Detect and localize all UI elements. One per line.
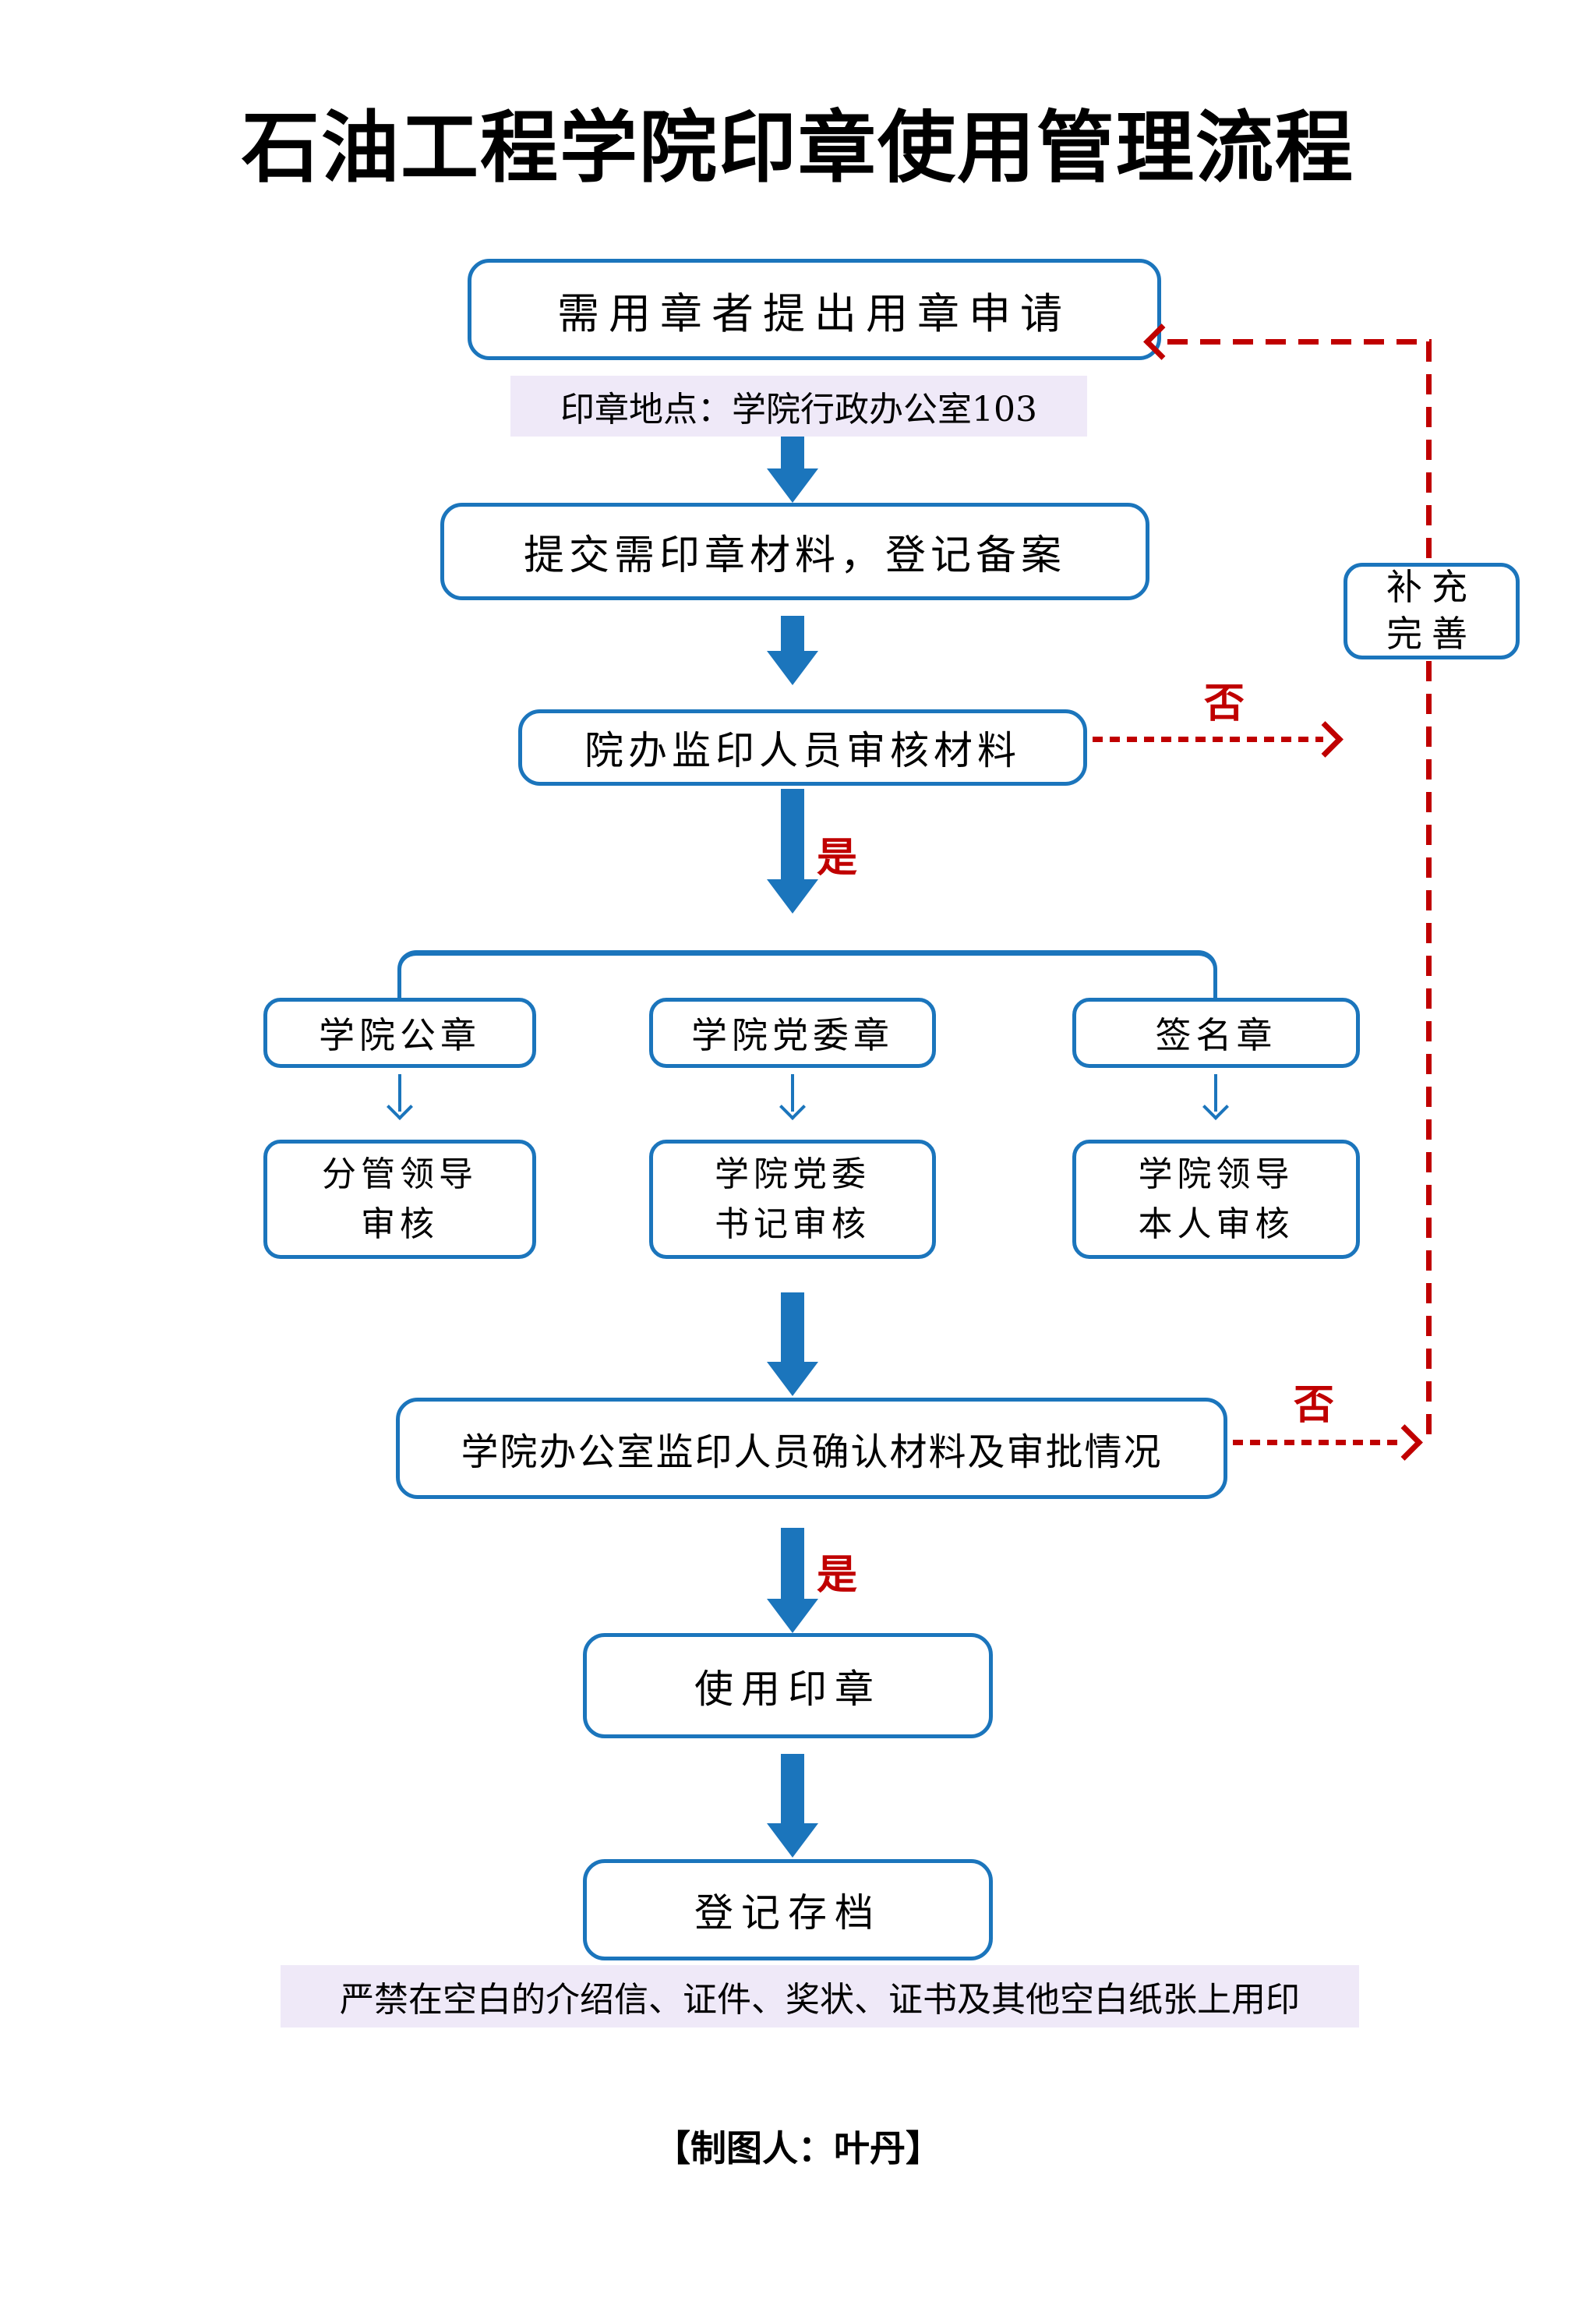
box-review-self-line2: 本人审核: [1138, 1204, 1294, 1244]
arrow-head-icon: [767, 1362, 818, 1396]
box-seal-signature: 签名章: [1072, 998, 1360, 1068]
box-review-self: 学院领导 本人审核: [1072, 1140, 1360, 1259]
box-confirm: 学院办公室监印人员确认材料及审批情况: [396, 1398, 1227, 1499]
arrow-head-icon: [767, 651, 818, 685]
arrow-line: [1214, 1074, 1217, 1112]
box-apply: 需用章者提出用章申请: [468, 259, 1161, 360]
arrow-head-icon: [767, 1599, 818, 1633]
box-review-leader: 分管领导 审核: [263, 1140, 536, 1259]
no-label-1: 否: [1204, 681, 1245, 727]
arrow-stem: [781, 616, 804, 652]
arrow-line: [791, 1074, 794, 1112]
dashed-arrow-review-to-supplement: [1093, 737, 1323, 742]
feedback-line-vertical-upper: [1426, 341, 1432, 563]
footer-credit: 【制图人：叶丹】: [655, 2127, 941, 2169]
arrow-stem: [781, 789, 804, 880]
arrow-head-icon: [779, 1094, 806, 1120]
box-use-seal-label: 使用印章: [694, 1666, 881, 1712]
arrow-stem: [781, 1292, 804, 1363]
box-review-self-line1: 学院领导: [1138, 1154, 1294, 1194]
box-review-secretary-line2: 书记审核: [715, 1204, 870, 1244]
box-office-review: 院办监印人员审核材料: [518, 709, 1087, 786]
box-review-leader-line2: 审核: [361, 1204, 439, 1244]
dashed-arrow-confirm-to-feedback: [1233, 1440, 1403, 1445]
box-submit-label: 提交需印章材料，登记备案: [523, 532, 1066, 579]
arrow-head-icon: [767, 468, 818, 503]
box-archive: 登记存档: [583, 1859, 993, 1960]
warning-note-label: 严禁在空白的介绍信、证件、奖状、证书及其他空白纸张上用印: [340, 1980, 1300, 2020]
branch-split-connector: [397, 950, 1217, 998]
arrow-head-icon: [387, 1094, 413, 1120]
no-label-2: 否: [1294, 1382, 1335, 1429]
box-archive-label: 登记存档: [694, 1890, 881, 1936]
arrow-stem: [781, 437, 804, 469]
box-apply-label: 需用章者提出用章申请: [557, 288, 1072, 338]
seal-location-note: 印章地点：学院行政办公室103: [510, 376, 1087, 437]
warning-note: 严禁在空白的介绍信、证件、奖状、证书及其他空白纸张上用印: [281, 1965, 1359, 2027]
dashed-arrowhead-right-icon: [1307, 721, 1344, 758]
box-review-secretary: 学院党委 书记审核: [649, 1140, 936, 1259]
box-submit: 提交需印章材料，登记备案: [440, 503, 1149, 600]
yes-label-2: 是: [817, 1552, 858, 1599]
arrow-head-icon: [767, 879, 818, 914]
box-supplement: 补充 完善: [1344, 563, 1520, 659]
box-seal-official-label: 学院公章: [319, 1014, 481, 1056]
arrow-line: [398, 1074, 401, 1112]
page-title: 石油工程学院印章使用管理流程: [242, 102, 1354, 193]
box-seal-official: 学院公章: [263, 998, 536, 1068]
box-review-leader-line1: 分管领导: [322, 1154, 478, 1194]
box-supplement-line2: 完善: [1386, 613, 1477, 655]
box-office-review-label: 院办监印人员审核材料: [584, 728, 1021, 773]
box-seal-party: 学院党委章: [649, 998, 936, 1068]
yes-label-1: 是: [817, 835, 858, 882]
seal-location-note-label: 印章地点：学院行政办公室103: [560, 390, 1037, 430]
box-confirm-label: 学院办公室监印人员确认材料及审批情况: [461, 1430, 1163, 1474]
box-supplement-line1: 补充: [1386, 566, 1477, 609]
arrow-stem: [781, 1528, 804, 1600]
arrow-head-icon: [767, 1823, 818, 1858]
box-review-secretary-line1: 学院党委: [715, 1154, 870, 1194]
box-seal-signature-label: 签名章: [1155, 1014, 1277, 1056]
box-use-seal: 使用印章: [583, 1633, 993, 1738]
box-seal-party-label: 学院党委章: [691, 1014, 894, 1056]
feedback-line-vertical-lower: [1426, 661, 1432, 1444]
dashed-arrowhead-right-icon: [1386, 1424, 1423, 1461]
arrow-stem: [781, 1754, 804, 1824]
feedback-line-horizontal-top: [1167, 339, 1432, 345]
arrow-head-icon: [1202, 1094, 1229, 1120]
